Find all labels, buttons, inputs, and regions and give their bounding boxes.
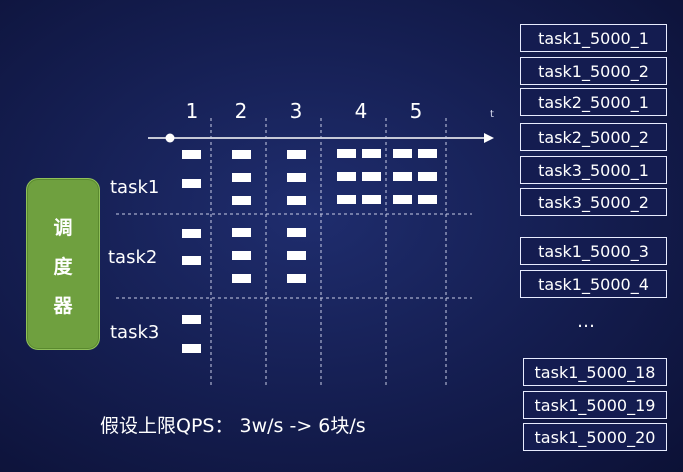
block <box>418 172 437 181</box>
column-separators <box>210 118 447 388</box>
block <box>182 315 201 324</box>
queue-item: task3_5000_1 <box>520 156 667 184</box>
block <box>287 196 306 205</box>
time-origin-dot <box>165 133 175 143</box>
row-label-task3: task3 <box>110 322 160 343</box>
row-label-task1: task1 <box>110 177 160 198</box>
block <box>182 256 201 265</box>
queue-item: task2_5000_2 <box>520 123 667 151</box>
block <box>232 251 251 260</box>
block <box>232 173 251 182</box>
time-axis-arrow-icon <box>484 133 494 143</box>
block <box>287 150 306 159</box>
scheduler-box: 调 度 器 <box>26 178 100 350</box>
block <box>287 228 306 237</box>
qps-caption: 假设上限QPS： 3w/s -> 6块/s <box>100 415 366 437</box>
block <box>232 228 251 237</box>
column-label-3: 3 <box>289 99 303 123</box>
block <box>337 149 356 158</box>
block <box>337 195 356 204</box>
column-label-2: 2 <box>234 99 248 123</box>
block <box>362 172 381 181</box>
block <box>393 195 412 204</box>
block <box>418 149 437 158</box>
block <box>362 195 381 204</box>
scheduler-label-char-2: 度 <box>53 256 73 278</box>
queue-item: task3_5000_2 <box>520 188 667 216</box>
block <box>232 150 251 159</box>
time-axis-label: t <box>490 109 494 120</box>
block <box>182 179 201 188</box>
queue-item: task1_5000_19 <box>523 391 667 419</box>
block <box>287 274 306 283</box>
queue-item: task1_5000_4 <box>520 270 667 298</box>
queue-ellipsis: … <box>577 311 596 332</box>
block <box>337 172 356 181</box>
block <box>182 150 201 159</box>
row-separators <box>116 213 472 299</box>
queue-item: task1_5000_2 <box>520 57 667 85</box>
queue-item: task1_5000_20 <box>523 423 667 451</box>
row-label-task2: task2 <box>108 247 158 268</box>
queue-item: task1_5000_18 <box>523 358 667 386</box>
queue-item: task1_5000_3 <box>520 237 667 265</box>
column-label-1: 1 <box>185 99 199 123</box>
block <box>232 196 251 205</box>
block <box>287 173 306 182</box>
queue-item: task1_5000_1 <box>520 24 667 52</box>
block <box>418 195 437 204</box>
queue-item: task2_5000_1 <box>520 88 667 116</box>
scheduler-label-char-1: 调 <box>53 217 73 239</box>
block <box>182 344 201 353</box>
block <box>362 149 381 158</box>
block <box>232 274 251 283</box>
block <box>393 149 412 158</box>
block <box>393 172 412 181</box>
column-label-5: 5 <box>409 99 423 123</box>
block <box>182 229 201 238</box>
scheduler-label-char-3: 器 <box>53 295 73 317</box>
block <box>287 251 306 260</box>
column-label-4: 4 <box>354 99 368 123</box>
